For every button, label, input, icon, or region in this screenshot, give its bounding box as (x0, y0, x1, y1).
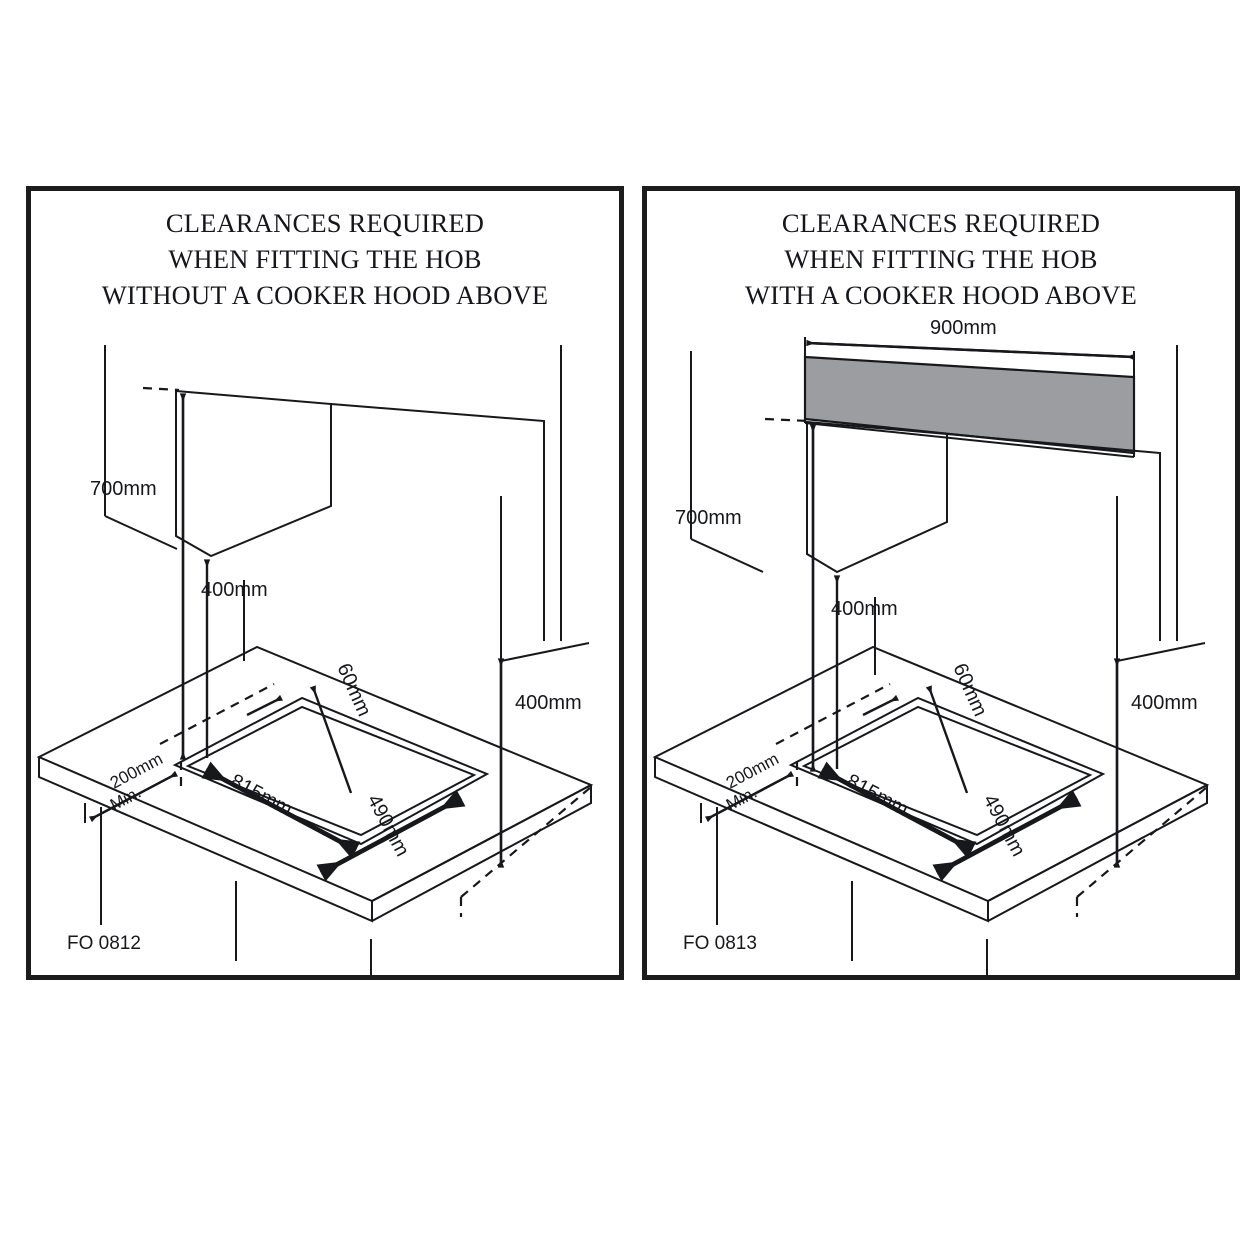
dimension-700mm-label: 700mm (675, 507, 742, 529)
worktop-surface (652, 645, 1210, 923)
dimension-400mm-cabinet-label: 400mm (831, 598, 898, 620)
dimension-400mm-right: 400mm (497, 658, 582, 868)
dimension-400mm-right: 400mm (1113, 658, 1198, 868)
dimension-900mm: 900mm (804, 317, 1135, 381)
dimension-400mm-cabinet-label: 400mm (201, 579, 268, 601)
dimension-490mm: 490mm (932, 789, 1082, 882)
worktop-dashed-extension (1075, 786, 1208, 917)
wall-reference-lines (104, 345, 590, 662)
dimension-400mm-cabinet: 400mm (201, 559, 268, 758)
dimension-400mm-right-label: 400mm (515, 692, 582, 714)
ceiling-trace-dashed (764, 417, 810, 423)
dimension-60mm-label: 60mm (948, 660, 991, 720)
wall-cabinet (175, 389, 545, 641)
rear-guide-dashed (159, 683, 283, 745)
rear-guide-dashed (775, 683, 899, 745)
wall-cabinet (806, 420, 1161, 641)
dimension-700mm: 700mm (675, 424, 817, 772)
worktop-dashed-extension (459, 786, 592, 917)
cooker-hood (803, 355, 1136, 458)
panel-with-cooker-hood: CLEARANCES REQUIRED WHEN FITTING THE HOB… (642, 186, 1240, 980)
wall-reference-lines (690, 345, 1206, 662)
dimension-815mm-label: 815mm (843, 770, 912, 821)
dimension-900mm-label: 900mm (930, 317, 997, 339)
dimension-700mm: 700mm (90, 393, 187, 760)
dimension-60mm-label: 60mm (332, 660, 375, 720)
technical-drawing-without-hood: 700mm 400mm 400mm (36, 345, 594, 975)
dimension-700mm-label: 700mm (90, 478, 157, 500)
ceiling-trace-dashed (142, 386, 180, 392)
dimension-490mm: 490mm (316, 789, 466, 882)
cabinet-division-lines (716, 807, 988, 975)
dimension-400mm-cabinet: 400mm (831, 575, 898, 769)
technical-drawing-with-hood: 900mm 700mm 400mm (652, 317, 1210, 975)
panel-title: CLEARANCES REQUIRED WHEN FITTING THE HOB… (745, 208, 1137, 310)
dimension-60mm: 60mm (309, 660, 375, 794)
cabinet-division-lines (100, 807, 372, 975)
panel-without-cooker-hood: CLEARANCES REQUIRED WHEN FITTING THE HOB… (26, 186, 624, 980)
panel-title: CLEARANCES REQUIRED WHEN FITTING THE HOB… (101, 208, 549, 310)
dimension-400mm-right-label: 400mm (1131, 692, 1198, 714)
dimension-815mm-label: 815mm (227, 770, 296, 821)
panel-figure-code: FO 0812 (67, 933, 141, 954)
dimension-60mm: 60mm (925, 660, 991, 794)
hob-cutout (172, 696, 490, 846)
worktop-surface (36, 645, 594, 923)
panel-figure-code: FO 0813 (683, 933, 757, 954)
